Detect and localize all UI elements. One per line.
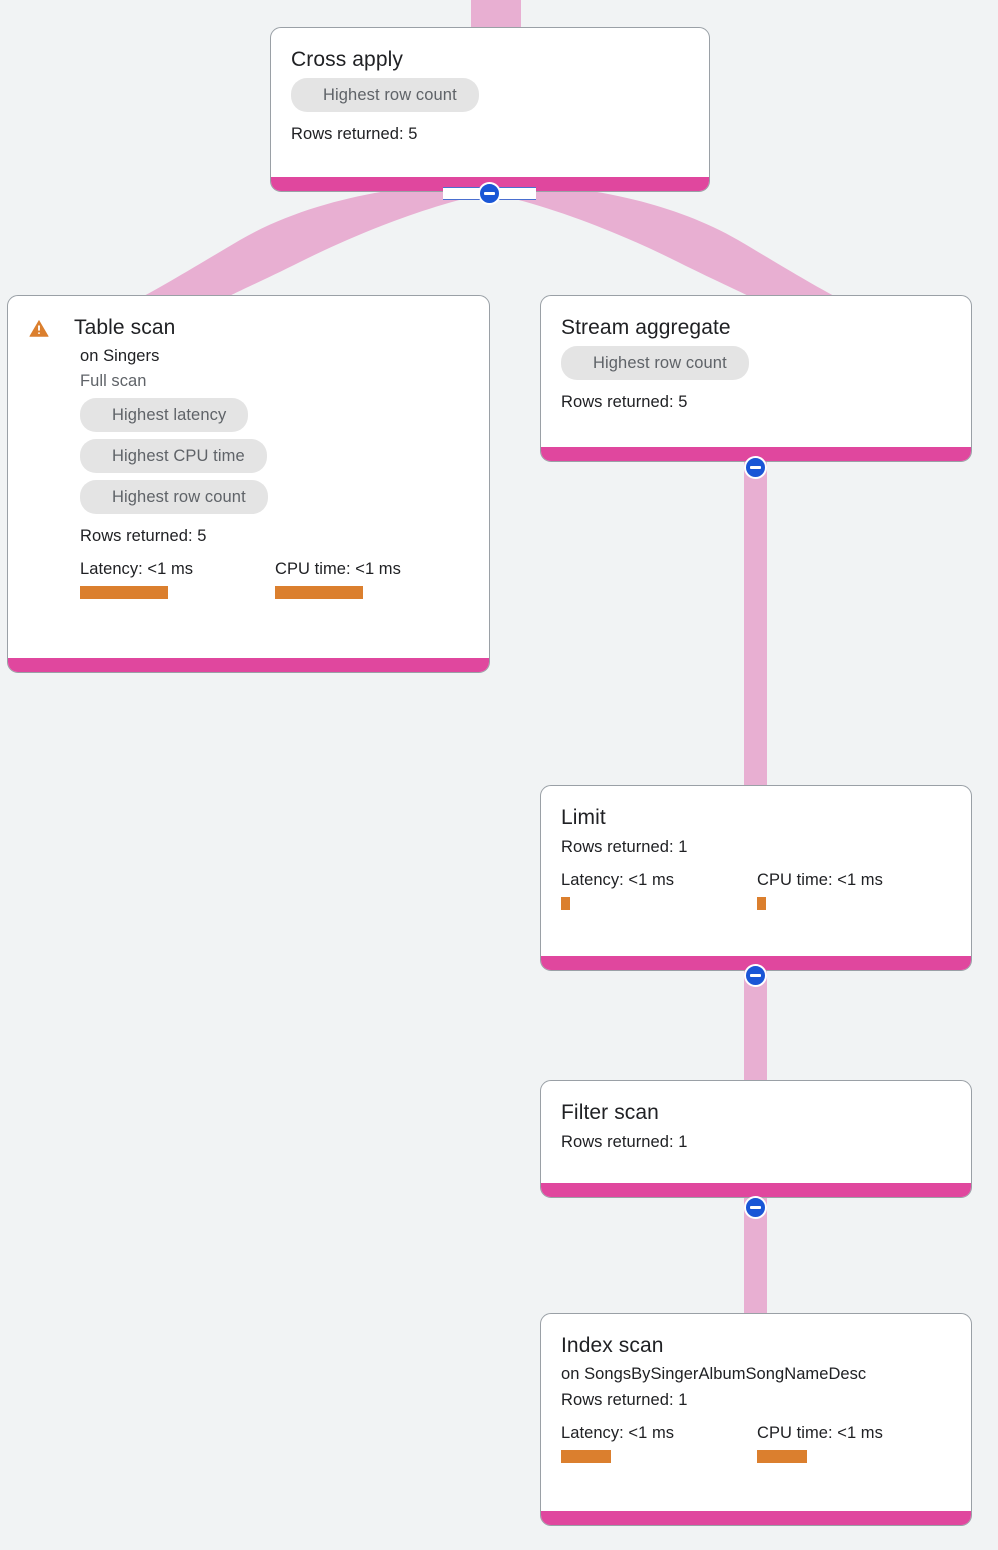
node-table-scan-title-row: Table scan	[18, 314, 469, 342]
warning-triangle-icon	[29, 319, 49, 337]
metric-cpu-time: CPU time: <1 ms	[757, 1422, 883, 1463]
node-filter-scan-rows-returned: Rows returned: 1	[561, 1133, 688, 1151]
metric-latency-label: Latency: <1 ms	[561, 871, 675, 889]
metric-latency: Latency: <1 ms	[561, 1422, 757, 1463]
metric-cpu-time-label: CPU time: <1 ms	[757, 1424, 883, 1442]
collapse-button-filter-scan[interactable]	[744, 1196, 767, 1219]
metric-cpu-time-bar	[757, 1450, 807, 1463]
metric-cpu-time: CPU time: <1 ms	[757, 869, 883, 910]
chip-highest-row-count: Highest row count	[561, 346, 749, 380]
metric-latency-bar	[561, 1450, 611, 1463]
node-index-scan-rows-returned: Rows returned: 1	[561, 1391, 688, 1409]
metric-cpu-time: CPU time: <1 ms	[275, 558, 401, 599]
chip-row: Highest CPU time	[80, 439, 469, 480]
chip-highest-cpu-time: Highest CPU time	[80, 439, 267, 473]
node-stream-aggregate[interactable]: Stream aggregate Highest row count Rows …	[540, 295, 972, 462]
node-limit-footer	[541, 956, 971, 970]
edge-cross-apply-to-table-scan	[136, 183, 489, 300]
metric-latency-label: Latency: <1 ms	[80, 560, 194, 578]
node-cross-apply-body: Cross apply Highest row count Rows retur…	[271, 28, 709, 177]
node-limit-metrics: Latency: <1 ms CPU time: <1 ms	[561, 869, 951, 910]
metric-latency-label: Latency: <1 ms	[561, 1424, 675, 1442]
chip-highest-row-count: Highest row count	[80, 480, 268, 514]
metric-cpu-time-bar	[275, 586, 363, 599]
node-filter-scan[interactable]: Filter scan Rows returned: 1	[540, 1080, 972, 1198]
metric-latency-bar	[561, 897, 570, 910]
chip-row: Highest row count	[291, 78, 689, 119]
node-stream-aggregate-rows-returned: Rows returned: 5	[561, 393, 688, 411]
node-index-scan[interactable]: Index scan on SongsBySingerAlbumSongName…	[540, 1313, 972, 1526]
node-table-scan-details: on Singers Full scan Highest latency Hig…	[18, 344, 469, 599]
node-table-scan-metrics: Latency: <1 ms CPU time: <1 ms	[80, 558, 469, 599]
node-index-scan-title-row: Index scan	[561, 1332, 951, 1360]
node-filter-scan-title-row: Filter scan	[561, 1099, 951, 1127]
node-table-scan[interactable]: Table scan on Singers Full scan Highest …	[7, 295, 490, 673]
node-cross-apply-title-row: Cross apply	[291, 46, 689, 74]
node-index-scan-footer	[541, 1511, 971, 1525]
collapse-button-limit[interactable]	[744, 964, 767, 987]
chip-row: Highest row count	[80, 480, 469, 521]
metric-latency: Latency: <1 ms	[561, 869, 757, 910]
node-table-scan-footer	[8, 658, 489, 672]
node-limit-title: Limit	[561, 806, 606, 829]
node-cross-apply[interactable]: Cross apply Highest row count Rows retur…	[270, 27, 710, 192]
metric-cpu-time-bar	[757, 897, 766, 910]
node-filter-scan-title: Filter scan	[561, 1101, 659, 1124]
chip-highest-latency: Highest latency	[80, 398, 249, 432]
chip-highest-row-count: Highest row count	[291, 78, 479, 112]
metric-cpu-time-label: CPU time: <1 ms	[275, 560, 401, 578]
minus-icon	[484, 192, 495, 195]
edge-cross-apply-to-stream-aggregate	[489, 183, 842, 300]
node-stream-aggregate-title: Stream aggregate	[561, 316, 731, 339]
edge-into-cross-apply	[471, 0, 521, 28]
metric-cpu-time-label: CPU time: <1 ms	[757, 871, 883, 889]
node-stream-aggregate-footer	[541, 447, 971, 461]
node-table-scan-subtitle: on Singers	[80, 347, 160, 365]
minus-icon	[750, 466, 761, 469]
node-table-scan-chips: Highest latency Highest CPU time Highest…	[80, 398, 469, 521]
node-index-scan-title: Index scan	[561, 1334, 664, 1357]
metric-latency: Latency: <1 ms	[80, 558, 275, 599]
minus-icon	[750, 1206, 761, 1209]
node-limit-title-row: Limit	[561, 804, 951, 832]
edge-limit-to-filter-scan	[744, 960, 767, 1086]
collapse-button-stream-aggregate[interactable]	[744, 456, 767, 479]
chip-row: Highest row count	[561, 346, 951, 387]
node-filter-scan-footer	[541, 1183, 971, 1197]
node-table-scan-scan-type: Full scan	[80, 372, 147, 390]
node-stream-aggregate-chips: Highest row count	[561, 346, 951, 387]
minus-icon	[750, 974, 761, 977]
node-table-scan-body: Table scan on Singers Full scan Highest …	[8, 296, 489, 658]
node-index-scan-body: Index scan on SongsBySingerAlbumSongName…	[541, 1314, 971, 1511]
edge-stream-aggregate-to-limit	[744, 458, 767, 794]
node-limit-body: Limit Rows returned: 1 Latency: <1 ms CP…	[541, 786, 971, 956]
node-index-scan-metrics: Latency: <1 ms CPU time: <1 ms	[561, 1422, 951, 1463]
node-table-scan-rows-returned: Rows returned: 5	[80, 527, 207, 545]
node-table-scan-title: Table scan	[74, 316, 176, 339]
node-index-scan-subtitle: on SongsBySingerAlbumSongNameDesc	[561, 1365, 867, 1383]
collapse-button-cross-apply[interactable]	[478, 182, 501, 205]
node-limit-rows-returned: Rows returned: 1	[561, 838, 688, 856]
node-limit[interactable]: Limit Rows returned: 1 Latency: <1 ms CP…	[540, 785, 972, 971]
node-stream-aggregate-body: Stream aggregate Highest row count Rows …	[541, 296, 971, 447]
node-cross-apply-title: Cross apply	[291, 48, 403, 71]
node-cross-apply-rows-returned: Rows returned: 5	[291, 125, 418, 143]
node-filter-scan-body: Filter scan Rows returned: 1	[541, 1081, 971, 1183]
node-stream-aggregate-title-row: Stream aggregate	[561, 314, 951, 342]
metric-latency-bar	[80, 586, 168, 599]
edge-filter-scan-to-index-scan	[744, 1190, 767, 1320]
chip-row: Highest latency	[80, 398, 469, 439]
node-cross-apply-chips: Highest row count	[291, 78, 689, 119]
